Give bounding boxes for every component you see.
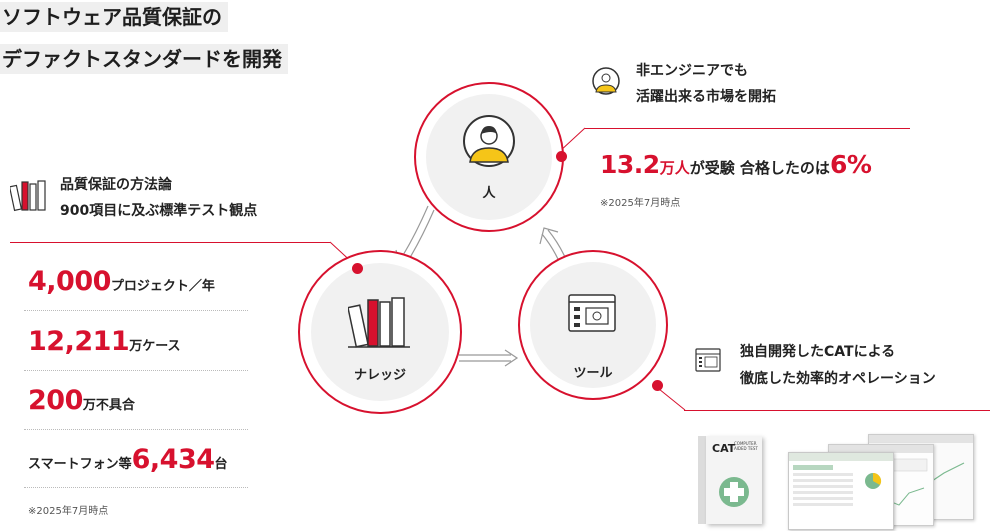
- knowledge-stat-projects-suffix: プロジェクト／年: [110, 279, 215, 294]
- arrow-knowledge-to-tool-icon: [459, 349, 519, 367]
- tool-callout-line-2: 徹底した効率的オペレーション: [740, 371, 936, 387]
- person-dot: [556, 151, 567, 162]
- person-callout-line-1: 非エンジニアでも: [636, 63, 748, 79]
- person-label: 人: [482, 186, 496, 201]
- knowledge-dot: [352, 263, 363, 274]
- knowledge-connector-line: [10, 242, 330, 243]
- books-icon: [348, 297, 410, 348]
- knowledge-stat-devices-suffix: 台: [214, 457, 228, 472]
- monitor-screen-icon: [568, 294, 616, 332]
- tool-callout-line-1: 独自開発したCATによる: [740, 344, 896, 360]
- stat-separator: [24, 429, 248, 430]
- tool-connector-line: [684, 410, 990, 411]
- knowledge-stat-defects-number: 200: [28, 385, 83, 416]
- person-callout-icon: [592, 67, 620, 95]
- knowledge-stat-devices-prefix: スマートフォン等: [28, 457, 132, 472]
- person-callout-line-2: 活躍出来る市場を開拓: [636, 89, 776, 105]
- heading-line-2: デファクトスタンダードを開発: [0, 44, 288, 74]
- knowledge-callout-line-2: 900項目に及ぶ標準テスト観点: [60, 203, 258, 219]
- knowledge-stat-devices: スマートフォン等6,434台: [28, 444, 228, 475]
- person-icon: [463, 115, 515, 167]
- knowledge-stat-cases-suffix: 万ケース: [129, 339, 181, 354]
- knowledge-stat-cases: 12,211万ケース: [28, 326, 181, 357]
- stat-separator: [24, 487, 248, 488]
- knowledge-stat-defects: 200万不具合: [28, 385, 135, 416]
- cat-box-subtitle: COMPUTER AIDED TEST: [734, 441, 758, 451]
- knowledge-callout-books-icon: [10, 180, 46, 212]
- knowledge-stat-defects-suffix: 万不具合: [82, 398, 135, 413]
- screenshot-front: [788, 452, 894, 530]
- screenshot-front-table-icon: [793, 465, 882, 506]
- person-stat: 13.2万人が受験 合格したのは6%: [600, 150, 872, 179]
- heading-line-1: ソフトウェア品質保証の: [0, 2, 228, 32]
- stat-separator: [24, 370, 248, 371]
- cat-product-box: CAT COMPUTER AIDED TEST: [698, 436, 762, 524]
- person-stat-unit: 万人: [659, 159, 690, 177]
- knowledge-label: ナレッジ: [353, 368, 406, 383]
- tool-circle: ツール: [518, 250, 668, 400]
- person-stat-middle: が受験 合格したのは: [689, 159, 830, 177]
- cat-box-title: CAT: [712, 442, 736, 455]
- knowledge-note: ※2025年7月時点: [28, 506, 109, 517]
- stat-separator: [24, 310, 248, 311]
- person-stat-percent: 6%: [829, 150, 872, 179]
- knowledge-stat-cases-number: 12,211: [28, 326, 130, 357]
- knowledge-stat-projects: 4,000プロジェクト／年: [28, 266, 215, 297]
- knowledge-callout-line-1: 品質保証の方法論: [60, 177, 172, 193]
- knowledge-stat-projects-number: 4,000: [28, 266, 111, 297]
- tool-connector-diagonal: [658, 388, 686, 411]
- person-circle: 人: [414, 82, 564, 232]
- tool-dot: [652, 380, 663, 391]
- knowledge-stat-devices-number: 6,434: [131, 444, 215, 475]
- tool-callout-screen-icon: [695, 348, 721, 372]
- tool-label: ツール: [573, 366, 613, 381]
- person-note: ※2025年7月時点: [600, 198, 681, 209]
- person-connector-line: [585, 128, 910, 129]
- cross-logo-icon: [719, 477, 749, 507]
- person-stat-number: 13.2: [600, 150, 660, 179]
- knowledge-circle: ナレッジ: [298, 250, 462, 414]
